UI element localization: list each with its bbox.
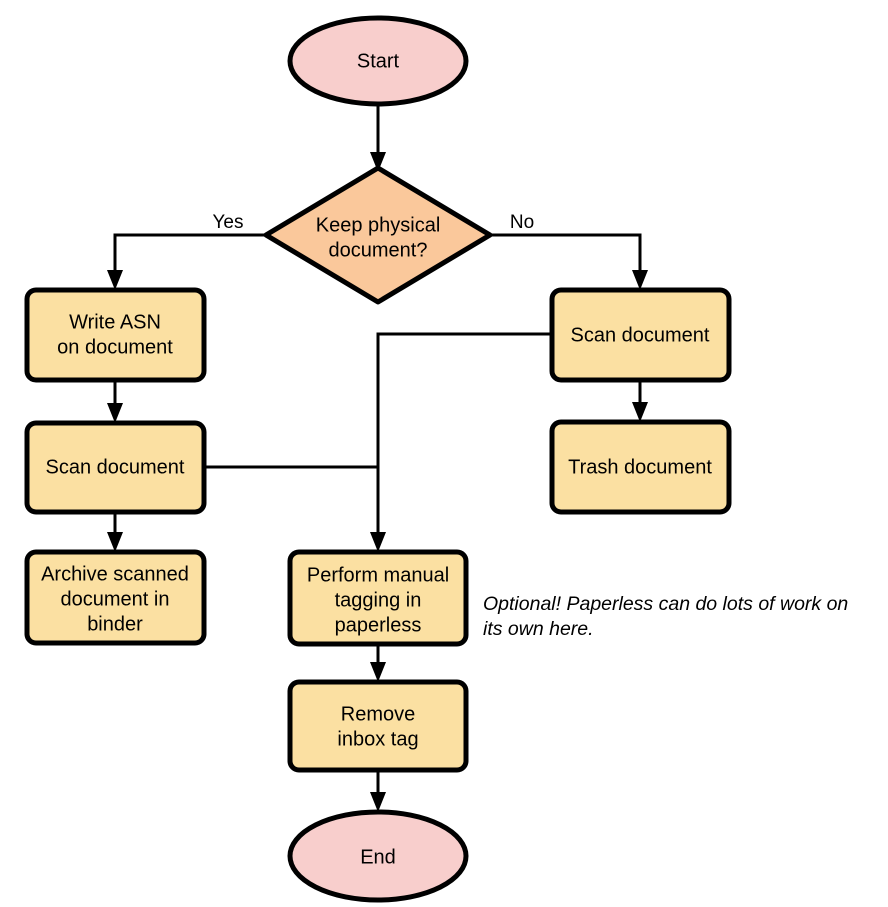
node-label-write-asn-line1: Write ASN (69, 311, 161, 333)
node-label-write-asn-line2: on document (57, 336, 173, 358)
node-label-decision-line1: Keep physical (316, 214, 441, 236)
node-label-archive-line1: Archive scanned (41, 563, 189, 585)
edge-scanright-to-trash (632, 380, 648, 422)
edge-decision-yes: Yes (107, 212, 264, 290)
edge-scanright-to-tagging (370, 332, 552, 552)
node-shape-rect (24, 549, 207, 646)
edge-scanleft-to-archive (107, 512, 123, 552)
edge-label-yes: Yes (213, 212, 244, 233)
node-label-tagging-line1: Perform manual (307, 564, 449, 586)
node-remove-inbox-tag[interactable]: Remove inbox tag (287, 679, 469, 773)
node-label-start: Start (357, 50, 400, 72)
edge-label-no: No (510, 212, 534, 233)
node-shape-ellipse (287, 15, 469, 107)
node-write-asn[interactable]: Write ASN on document (24, 287, 207, 383)
arrow-head-icon (370, 152, 386, 172)
edge-line (491, 233, 642, 278)
node-label-end: End (360, 846, 396, 868)
node-label-scan-right: Scan document (571, 324, 710, 346)
node-label-scan-left: Scan document (46, 456, 185, 478)
node-shape-rect (287, 549, 469, 647)
arrow-head-icon (370, 532, 386, 552)
arrow-head-icon (107, 403, 123, 423)
annotation-optional-note: Optional! Paperless can do lots of work … (483, 593, 848, 640)
node-shape-rect (24, 420, 207, 515)
edge-decision-no: No (491, 212, 648, 290)
node-label-remove-line2: inbox tag (337, 728, 418, 750)
node-label-decision-line2: document? (329, 239, 428, 261)
node-trash-document[interactable]: Trash document (549, 419, 732, 515)
arrow-head-icon (370, 662, 386, 682)
node-shape-ellipse (287, 809, 469, 903)
node-shape-rect (549, 419, 732, 515)
edge-remove-to-end (370, 770, 386, 812)
node-start[interactable]: Start (287, 15, 469, 107)
node-shape-rect (549, 287, 732, 383)
node-archive-binder[interactable]: Archive scanned document in binder (24, 549, 207, 646)
arrow-head-icon (632, 270, 648, 290)
node-label-remove-line1: Remove (341, 703, 415, 725)
node-shape-rect (24, 287, 207, 383)
node-label-trash: Trash document (568, 456, 712, 478)
node-scan-document-right[interactable]: Scan document (549, 287, 732, 383)
node-label-tagging-line3: paperless (335, 614, 422, 636)
node-shape-rect (287, 679, 469, 773)
node-scan-document-left[interactable]: Scan document (24, 420, 207, 515)
arrow-head-icon (632, 402, 648, 422)
edge-asn-to-scanleft (107, 380, 123, 423)
node-end[interactable]: End (287, 809, 469, 903)
edge-line (113, 233, 264, 278)
node-label-archive-line2: document in (61, 588, 170, 610)
node-label-tagging-line2: tagging in (335, 589, 422, 611)
edge-tagging-to-remove (370, 645, 386, 682)
arrow-head-icon (107, 270, 123, 290)
node-shape-diamond (263, 165, 493, 305)
arrow-head-icon (370, 792, 386, 812)
node-manual-tagging[interactable]: Perform manual tagging in paperless (287, 549, 469, 647)
node-label-archive-line3: binder (87, 613, 143, 635)
edge-start-to-decision (370, 104, 386, 172)
arrow-head-icon (107, 532, 123, 552)
annotation-line-1: Optional! Paperless can do lots of work … (483, 593, 848, 615)
edge-line (376, 332, 552, 540)
annotation-line-2: its own here. (483, 618, 594, 640)
node-keep-physical-decision[interactable]: Keep physical document? (263, 165, 493, 305)
